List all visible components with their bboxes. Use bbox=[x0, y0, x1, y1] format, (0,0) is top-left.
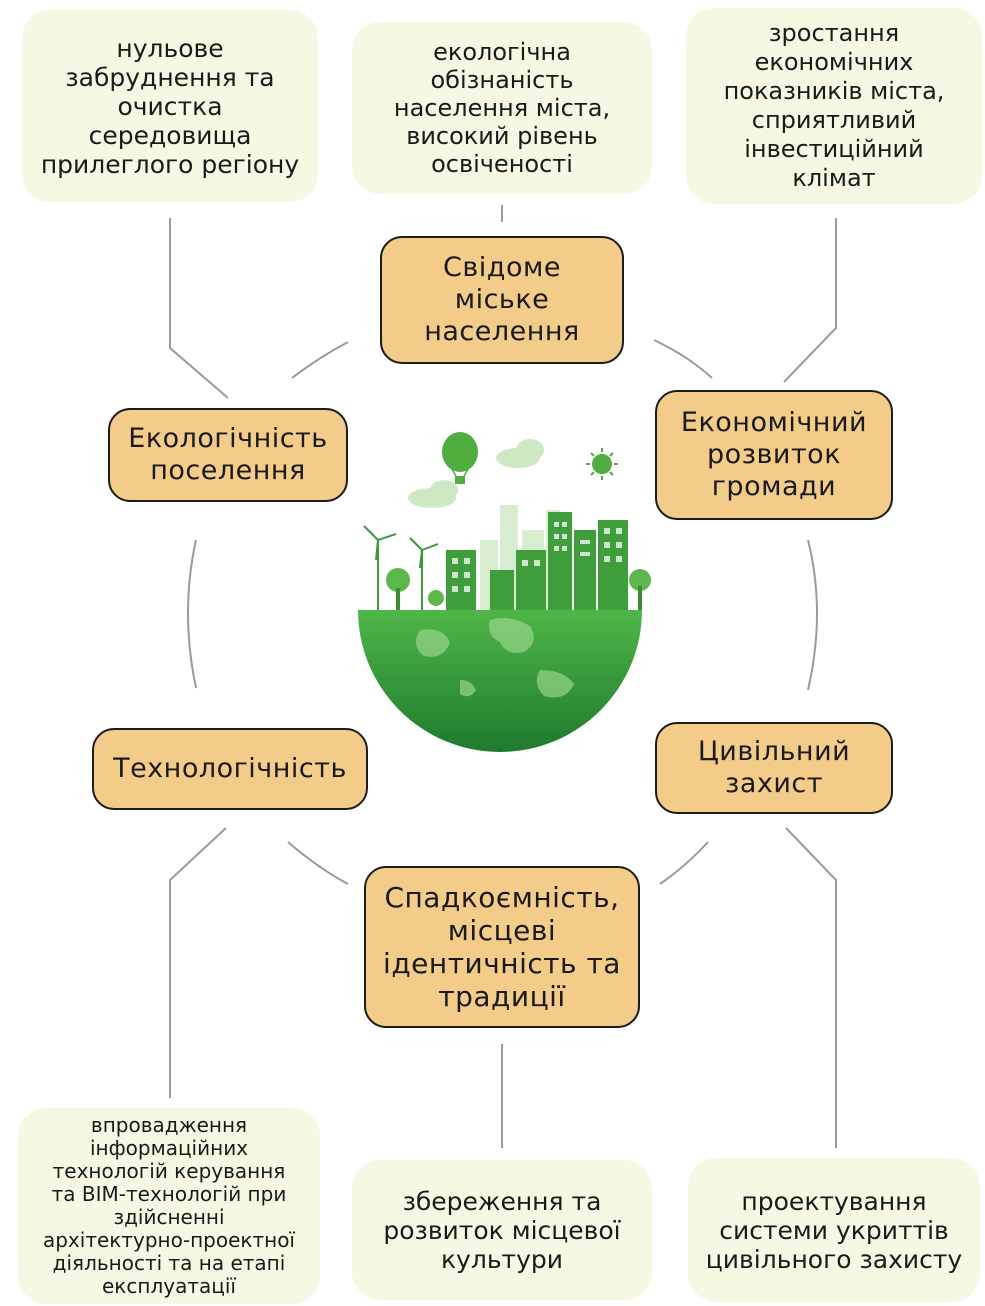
ring-arc-k3-k5 bbox=[807, 539, 818, 691]
note-ecological-awareness: екологічна обізнаність населення міста, … bbox=[352, 22, 652, 194]
ring-arc-k1-k3 bbox=[653, 339, 713, 379]
connector-k4-n4 bbox=[169, 827, 227, 1098]
note-ecological-awareness-text: екологічна обізнаність населення міста, … bbox=[393, 38, 611, 178]
node-ecological-settlement-label: Екологічність поселення bbox=[128, 423, 328, 486]
ring-arc-k5-k6 bbox=[659, 841, 709, 885]
node-heritage-identity: Спадкоємність, місцеві ідентичність та т… bbox=[364, 866, 640, 1028]
tree-icon bbox=[386, 568, 651, 610]
node-economic-development: Економічний розвиток громади bbox=[655, 390, 893, 520]
cloud-icon bbox=[408, 439, 544, 508]
note-economic-growth: зростання економічних показників міста, … bbox=[686, 8, 982, 204]
note-civil-shelters: проектування системи укриттів цивільного… bbox=[688, 1158, 980, 1302]
node-economic-development-label: Економічний розвиток громади bbox=[680, 407, 868, 502]
ring-arc-k2-k4 bbox=[187, 539, 197, 689]
note-it-bim-text: впровадження інформаційних технологій ке… bbox=[42, 1113, 295, 1298]
note-local-culture: збереження та розвиток місцевої культури bbox=[352, 1160, 652, 1300]
connector-n3-k3 bbox=[783, 218, 837, 383]
note-zero-pollution: нульове забруднення та очистка середовищ… bbox=[22, 10, 318, 202]
node-technology-label: Технологічність bbox=[113, 753, 347, 784]
node-civil-protection-label: Цивільний захист bbox=[697, 736, 851, 799]
balloon-icon bbox=[442, 432, 478, 484]
connector-k5-n6 bbox=[785, 827, 837, 1148]
note-zero-pollution-text: нульове забруднення та очистка середовищ… bbox=[40, 33, 300, 179]
node-civil-protection: Цивільний захист bbox=[655, 722, 893, 814]
ring-arc-k4-k6 bbox=[287, 841, 349, 885]
note-economic-growth-text: зростання економічних показників міста, … bbox=[723, 19, 945, 192]
green-city-globe-illustration bbox=[358, 432, 651, 752]
node-ecological-settlement: Екологічність поселення bbox=[108, 408, 348, 502]
node-conscious-population: Свідоме міське населення bbox=[380, 236, 624, 364]
note-it-bim: впровадження інформаційних технологій ке… bbox=[18, 1108, 320, 1304]
note-local-culture-text: збереження та розвиток місцевої культури bbox=[383, 1186, 621, 1274]
wind-turbine-icon bbox=[363, 525, 439, 610]
continents bbox=[415, 618, 574, 698]
note-civil-shelters-text: проектування системи укриттів цивільного… bbox=[705, 1186, 963, 1274]
node-technology: Технологічність bbox=[92, 728, 368, 810]
sun-icon bbox=[586, 448, 618, 480]
building-windows bbox=[452, 522, 622, 592]
city-buildings bbox=[446, 512, 628, 610]
connector-n1-k2 bbox=[169, 218, 229, 399]
node-heritage-identity-label: Спадкоємність, місцеві ідентичність та т… bbox=[383, 881, 621, 1013]
ring-arc-k1-k2 bbox=[291, 341, 349, 379]
node-conscious-population-label: Свідоме міське населення bbox=[424, 252, 580, 347]
